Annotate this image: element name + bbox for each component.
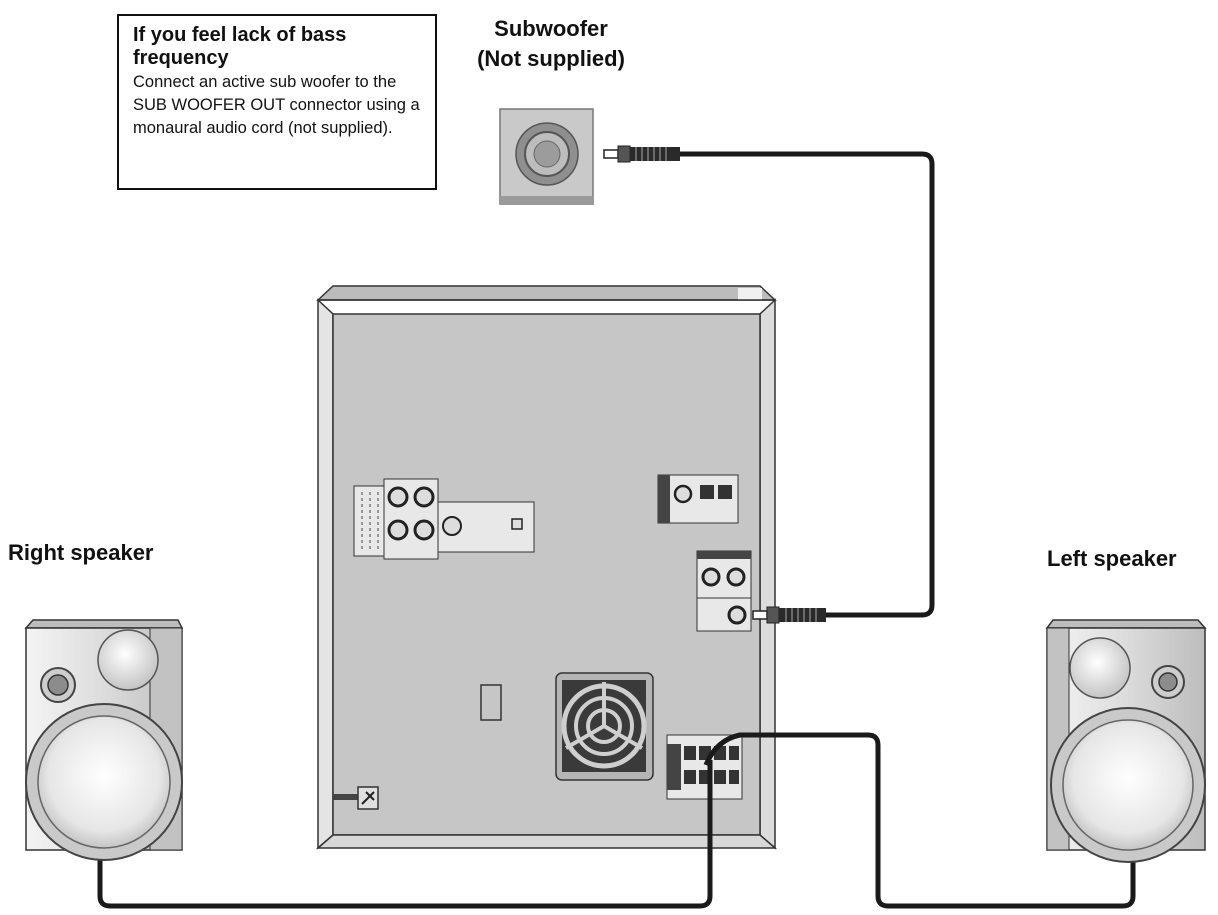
left-speaker [1045, 619, 1207, 863]
subwoofer-label-line2: (Not supplied) [477, 46, 625, 71]
subwoofer-cable [680, 151, 935, 618]
bass-info-note: If you feel lack of bass frequency Conne… [117, 14, 437, 190]
left-speaker-cable [703, 732, 1136, 909]
right-speaker [24, 619, 184, 861]
note-title: If you feel lack of bass frequency [133, 24, 347, 69]
label-plate [480, 684, 502, 721]
audio-out-panel [696, 550, 752, 632]
note-body: Connect an active sub woofer to the SUB … [133, 73, 420, 137]
cooling-fan [555, 672, 654, 781]
speaker-terminals [666, 734, 743, 800]
rca-plug-unit [752, 606, 826, 624]
right-speaker-label: Right speaker [8, 540, 154, 565]
right-speaker-cable [97, 760, 713, 909]
antenna-panel [657, 474, 739, 524]
subwoofer-label-line1: Subwoofer [494, 16, 608, 41]
subwoofer-label: Subwoofer (Not supplied) [446, 14, 656, 74]
rca-plug-subwoofer [603, 145, 680, 163]
main-unit [315, 285, 778, 850]
av-connector-panel [353, 478, 535, 560]
left-speaker-label: Left speaker [1047, 546, 1177, 571]
subwoofer-unit [499, 108, 594, 205]
power-cord [333, 786, 379, 810]
